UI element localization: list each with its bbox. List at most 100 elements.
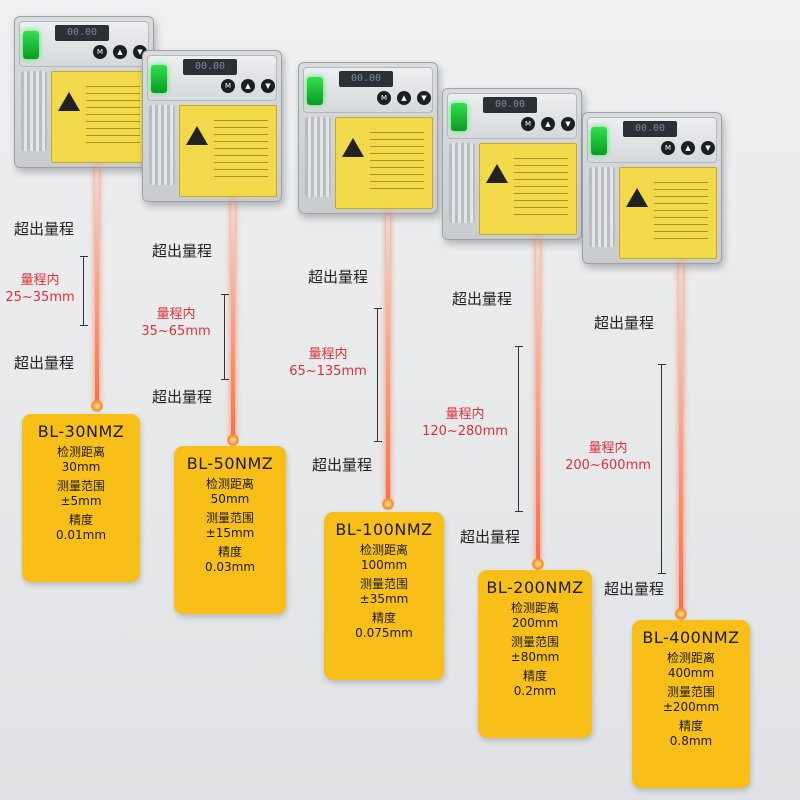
in-range-title: 量程内 [308, 347, 348, 362]
up-button: ▲ [241, 79, 255, 93]
out-of-range-label: 超出量程 [460, 528, 521, 546]
spec-key: 检测距离 [666, 651, 715, 665]
heat-sink-fins [449, 143, 475, 223]
out-of-range-label: 超出量程 [152, 388, 213, 406]
mode-button: M [661, 141, 675, 155]
laser-beam [536, 238, 540, 564]
spec-key: 精度 [522, 669, 547, 683]
spec-key: 精度 [371, 611, 396, 625]
in-range-title: 量程内 [156, 307, 196, 322]
label-text-lines [214, 120, 268, 180]
laser-beam [679, 262, 683, 614]
status-led [451, 103, 467, 131]
in-range-title: 量程内 [588, 441, 628, 456]
mode-button: M [221, 79, 235, 93]
spec-value: 0.2mm [513, 684, 557, 698]
range-bracket [221, 294, 229, 380]
spec-key: 检测距离 [510, 601, 559, 615]
spec-key: 测量范围 [205, 511, 254, 525]
spec-value: ±5mm [60, 494, 102, 508]
spec-value: ±15mm [205, 526, 255, 540]
up-button: ▲ [113, 45, 127, 59]
mode-button: M [377, 91, 391, 105]
spec-value: ±35mm [359, 592, 409, 606]
model-name: BL-400NMZ [642, 628, 740, 647]
out-of-range-label: 超出量程 [452, 290, 513, 308]
spec-card-bl-200nmz: BL-200NMZ 检测距离 200mm 测量范围 ±80mm 精度 0.2mm [478, 570, 592, 738]
spec-key: 测量范围 [359, 577, 408, 591]
in-range-value: 25~35mm [5, 290, 75, 305]
sensor-bl-50nmz: 00.00 M ▲ ▼ [142, 50, 282, 202]
in-range-label: 量程内 120~280mm [412, 406, 518, 440]
spec-value: ±80mm [510, 650, 560, 664]
spec-key: 检测距离 [56, 445, 105, 459]
spec-key: 检测距离 [205, 477, 254, 491]
spec-value: 100mm [360, 558, 408, 572]
mode-button: M [93, 45, 107, 59]
label-text-lines [370, 132, 424, 192]
in-range-title: 量程内 [445, 407, 485, 422]
down-button: ▼ [417, 91, 431, 105]
spec-card-bl-50nmz: BL-50NMZ 检测距离 50mm 测量范围 ±15mm 精度 0.03mm [174, 446, 286, 614]
laser-spot [532, 558, 544, 570]
spec-value: 0.075mm [355, 626, 413, 640]
spec-value: 0.8mm [669, 734, 713, 748]
sensor-display: 00.00 [55, 25, 109, 41]
spec-value: 30mm [61, 460, 101, 474]
laser-warning-icon [186, 126, 208, 145]
in-range-value: 35~65mm [141, 324, 211, 339]
in-range-title: 量程内 [20, 273, 60, 288]
sensor-label [479, 143, 577, 235]
spec-value: 50mm [210, 492, 250, 506]
spec-key: 测量范围 [510, 635, 559, 649]
laser-warning-icon [342, 138, 364, 157]
laser-warning-icon [486, 164, 508, 183]
laser-beam [386, 212, 390, 504]
mode-button: M [521, 117, 535, 131]
in-range-value: 200~600mm [565, 458, 651, 473]
laser-spot [675, 608, 687, 620]
spec-card-bl-400nmz: BL-400NMZ 检测距离 400mm 测量范围 ±200mm 精度 0.8m… [632, 620, 750, 788]
spec-card-bl-100nmz: BL-100NMZ 检测距离 100mm 测量范围 ±35mm 精度 0.075… [324, 512, 444, 680]
sensor-display: 00.00 [623, 121, 677, 137]
laser-warning-icon [626, 188, 648, 207]
sensor-bl-400nmz: 00.00 M ▲ ▼ [582, 112, 722, 264]
out-of-range-label: 超出量程 [152, 242, 213, 260]
out-of-range-label: 超出量程 [308, 268, 369, 286]
down-button: ▼ [561, 117, 575, 131]
out-of-range-label: 超出量程 [14, 220, 75, 238]
laser-warning-icon [58, 92, 80, 111]
model-name: BL-200NMZ [486, 578, 584, 597]
heat-sink-fins [305, 117, 331, 197]
in-range-value: 65~135mm [289, 364, 367, 379]
model-name: BL-100NMZ [335, 520, 433, 539]
spec-key: 测量范围 [56, 479, 105, 493]
status-led [591, 127, 607, 155]
out-of-range-label: 超出量程 [594, 314, 655, 332]
in-range-value: 120~280mm [422, 424, 508, 439]
spec-value: 400mm [667, 666, 715, 680]
sensor-label [619, 167, 717, 259]
sensor-bl-200nmz: 00.00 M ▲ ▼ [442, 88, 582, 240]
spec-card-bl-30nmz: BL-30NMZ 检测距离 30mm 测量范围 ±5mm 精度 0.01mm [22, 414, 140, 582]
status-led [307, 77, 323, 105]
laser-spot [91, 400, 103, 412]
range-bracket [374, 308, 382, 442]
label-text-lines [654, 182, 708, 242]
heat-sink-fins [149, 105, 175, 185]
laser-spot [382, 498, 394, 510]
laser-spot [227, 434, 239, 446]
range-bracket [80, 256, 88, 326]
sensor-bl-100nmz: 00.00 M ▲ ▼ [298, 62, 438, 214]
spec-key: 检测距离 [359, 543, 408, 557]
out-of-range-label: 超出量程 [604, 580, 665, 598]
spec-key: 精度 [217, 545, 242, 559]
spec-key: 精度 [678, 719, 703, 733]
spec-value: 200mm [511, 616, 559, 630]
range-bracket [658, 364, 666, 574]
heat-sink-fins [589, 167, 615, 247]
label-text-lines [86, 86, 140, 146]
in-range-label: 量程内 65~135mm [282, 346, 374, 380]
laser-beam [231, 200, 235, 440]
in-range-label: 量程内 25~35mm [2, 272, 78, 306]
